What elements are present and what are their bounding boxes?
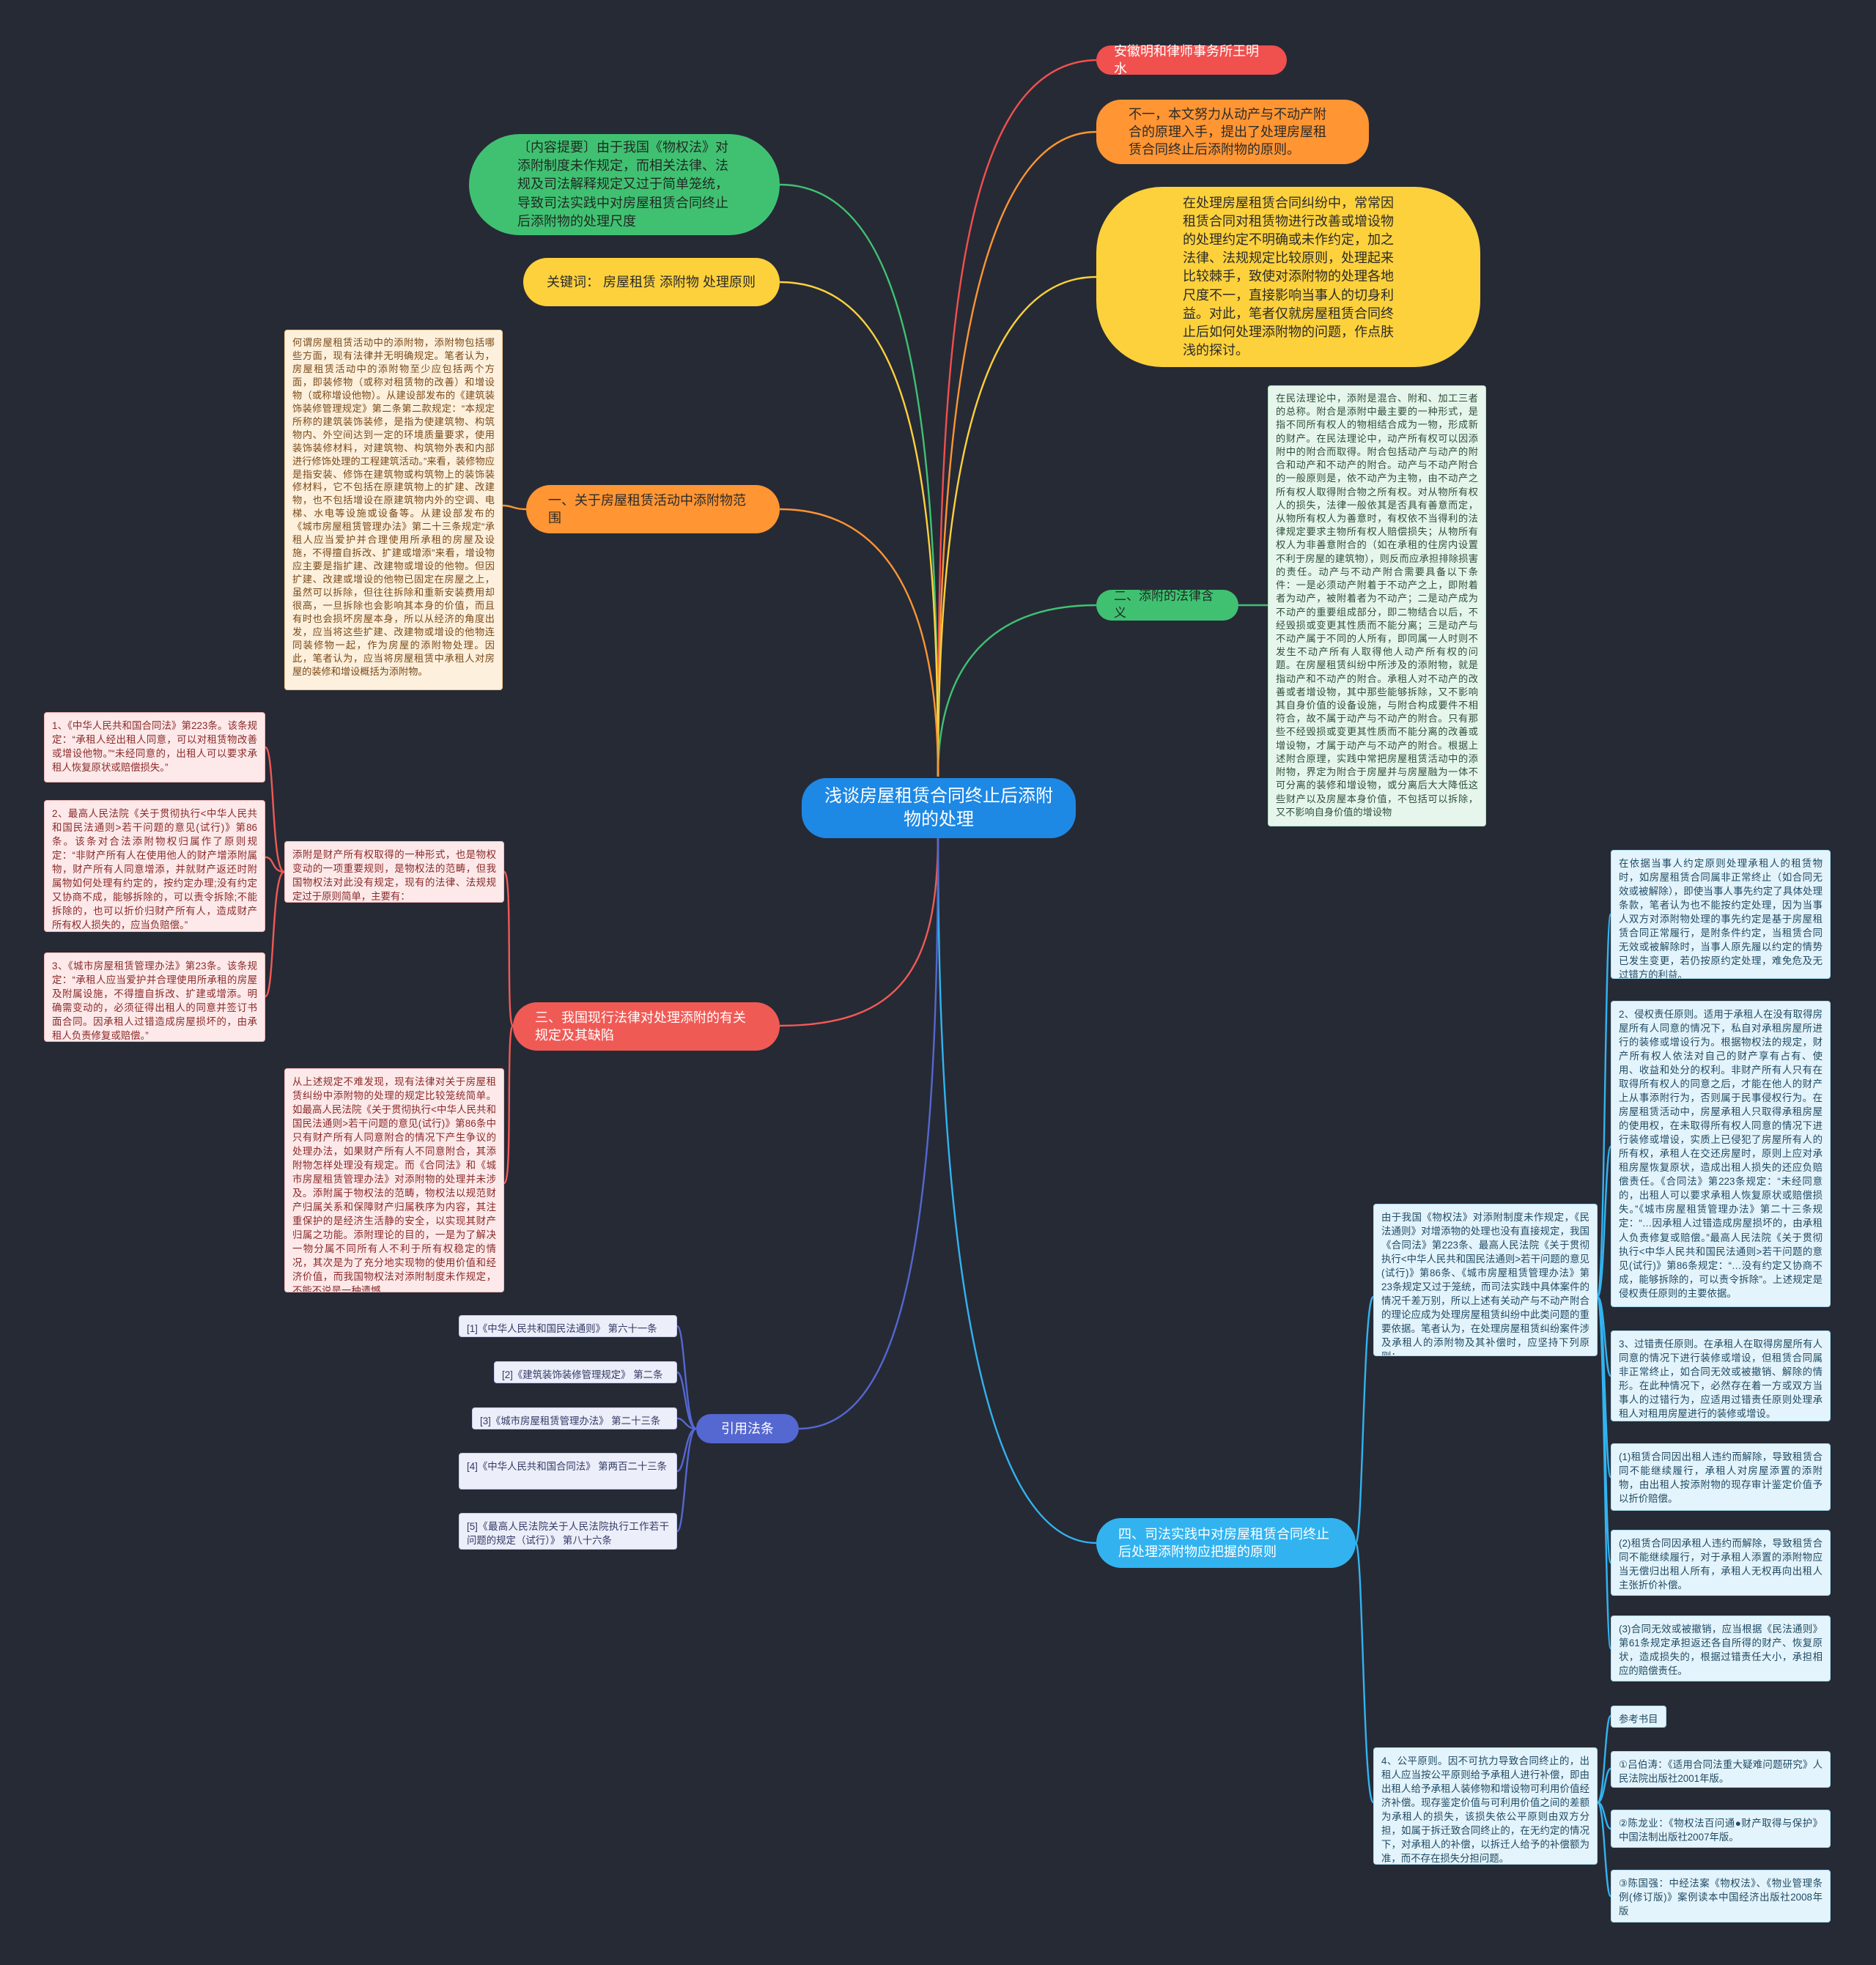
- fairness-principle: 4、公平原则。因不可抗力导致合同终止的，出租人应当按公平原则给予承租人进行补偿，…: [1373, 1747, 1598, 1865]
- link-cite3: [676, 1417, 697, 1430]
- link-section1-note: [502, 504, 527, 511]
- link-def-law2: [265, 856, 285, 873]
- section4-intro: 由于我国《物权法》对添附制度未作规定，《民法通则》对增添物的处理也没有直接规定，…: [1373, 1204, 1598, 1356]
- case-1: (1)租赁合同因出租人违约而解除，导致租赁合同不能继续履行，承租人对房屋添置的添…: [1611, 1443, 1831, 1511]
- link-section3: [779, 835, 939, 1027]
- reference-1: ①吕伯涛：《适用合同法重大疑难问题研究》人民法院出版社2001年版。: [1611, 1751, 1831, 1788]
- link-refs-title: [1596, 1714, 1612, 1804]
- principle-1: 在依据当事人约定原则处理承租人的租赁物时，如房屋租赁合同属非正常终止（如合同无效…: [1611, 850, 1831, 979]
- link-s3-defect: [503, 1024, 514, 1185]
- link-cite4: [676, 1427, 697, 1473]
- section1-note: 何谓房屋租赁活动中的添附物，添附物包括哪些方面，现有法律并无明确规定。笔者认为，…: [284, 330, 503, 690]
- author-node[interactable]: 安徽明和律师事务所王明水: [1096, 44, 1287, 76]
- link-case3: [1596, 1295, 1612, 1650]
- link-p1: [1596, 913, 1612, 1298]
- root-topic[interactable]: 浅谈房屋租赁合同终止后添附物的处理: [802, 778, 1076, 838]
- abstract-node[interactable]: 在处理房屋租赁合同纠纷中，常常因租赁合同对租赁物进行改善或增设物的处理约定不明确…: [1096, 187, 1480, 367]
- section3-node[interactable]: 三、我国现行法律对处理添附的有关规定及其缺陷: [513, 1002, 780, 1051]
- citation-1: [1]《中华人民共和国民法通则》 第六十一条: [459, 1315, 677, 1337]
- reference-2: ②陈龙业：《物权法百问通●财产取得与保护》中国法制出版社2007年版。: [1611, 1810, 1831, 1848]
- case-2: (2)租赁合同因承租人违约而解除，导致租赁合同不能继续履行，对于承租人添置的添附…: [1611, 1530, 1831, 1596]
- link-author: [937, 59, 1098, 777]
- citation-2: [2]《建筑装饰装修管理规定》 第二条: [494, 1361, 677, 1383]
- citation-3: [3]《城市房屋租赁管理办法》 第二十三条: [472, 1407, 677, 1429]
- citation-5: [5]《最高人民法院关于人民法院执行工作若干问题的规定（试行）》 第八十六条: [459, 1513, 677, 1550]
- link-section2: [937, 604, 1097, 777]
- reference-3: ③陈国强：中经法案《物权法》、《物业管理条例(修订版)》案例读本中国经济出版社2…: [1611, 1870, 1831, 1923]
- case-3: (3)合同无效或被撤销，应当根据《民法通则》第61条规定承担返还各自所得的财产、…: [1611, 1616, 1831, 1681]
- section3-definition: 添附是财产所有权取得的一种形式，也是物权变动的一项重要规则，是物权法的范畴，但我…: [284, 841, 504, 903]
- section2-note: 在民法理论中，添附是混合、附和、加工三者的总称。附合是添附中最主要的一种形式，是…: [1268, 385, 1486, 826]
- link-s4-fairness: [1354, 1542, 1375, 1804]
- references-title: 参考书目: [1611, 1706, 1666, 1728]
- link-p2: [1596, 1145, 1612, 1298]
- link-cite5: [676, 1427, 697, 1533]
- link-def-law1: [264, 746, 285, 873]
- law-2: 2、最高人民法院《关于贯彻执行<中华人民共和国民法通则>若干问题的意见(试行)》…: [44, 800, 265, 932]
- keywords-node[interactable]: 关键词： 房屋租赁 添附物 处理原则: [523, 258, 780, 306]
- link-keywords: [779, 281, 939, 777]
- link-def-law3: [264, 870, 285, 998]
- link-ref3: [1596, 1801, 1612, 1898]
- link-ref1: [1597, 1767, 1611, 1804]
- link-section4: [937, 835, 1097, 1544]
- link-citations: [798, 835, 939, 1430]
- section4-node[interactable]: 四、司法实践中对房屋租赁合同终止后处理添附物应把握的原则: [1096, 1518, 1356, 1568]
- section1-node[interactable]: 一、关于房屋租赁活动中添附物范围: [526, 485, 780, 533]
- summary-node[interactable]: 〔内容提要〕由于我国《物权法》对添附制度未作规定，而相关法律、法规及司法解释规定…: [469, 134, 780, 235]
- link-cite1: [676, 1325, 697, 1430]
- link-s3-definition: [503, 870, 514, 1027]
- link-abstract: [937, 275, 1097, 777]
- law-1: 1、《中华人民共和国合同法》第223条。该条规定：“承租人经出租人同意，可以对租…: [44, 712, 265, 782]
- section3-defect: 从上述规定不难发现，现有法律对关于房屋租赁纠纷中添附物的处理的规定比较笼统简单。…: [284, 1068, 504, 1292]
- link-s4-intro: [1354, 1295, 1375, 1544]
- principle-3: 3、过错责任原则。在承租人在取得房屋所有人同意的情况下进行装修或增设，但租赁合同…: [1611, 1331, 1831, 1421]
- link-intro: [937, 130, 1097, 777]
- link-section1: [779, 508, 939, 777]
- section2-node[interactable]: 二、添附的法律含义: [1096, 589, 1238, 621]
- citation-4: [4]《中华人民共和国合同法》 第两百二十三条: [459, 1453, 677, 1490]
- law-3: 3、《城市房屋租赁管理办法》第23条。该条规定：“承租人应当爱护并合理使用所承租…: [44, 952, 265, 1042]
- link-summary: [779, 183, 939, 777]
- citations-node[interactable]: 引用法条: [696, 1414, 799, 1443]
- link-cite2: [676, 1371, 697, 1430]
- principle-2: 2、侵权责任原则。适用于承租人在没有取得房屋所有人同意的情况下，私自对承租房屋所…: [1611, 1001, 1831, 1307]
- intro-node[interactable]: 不一，本文努力从动产与不动产附合的原理入手，提出了处理房屋租赁合同终止后添附物的…: [1096, 100, 1369, 164]
